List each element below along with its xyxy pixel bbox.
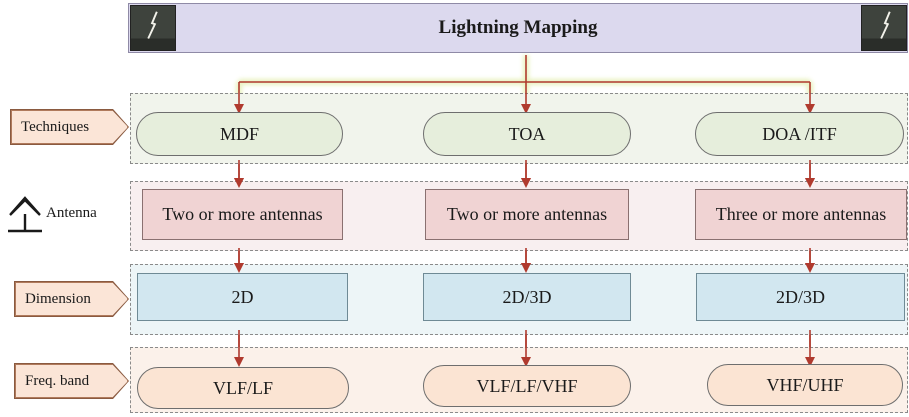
- dimension-label: Dimension: [15, 282, 128, 316]
- freq-band-doa-itf: VHF/UHF: [707, 364, 903, 406]
- diagram-title: Lightning Mapping: [438, 17, 598, 38]
- freq-band-toa: VLF/LF/VHF: [423, 365, 631, 407]
- title-bar: [128, 3, 908, 53]
- dimension-mdf: 2D: [137, 273, 348, 321]
- antenna-icon: [8, 196, 42, 233]
- dimension-toa: 2D/3D: [423, 273, 631, 321]
- technique-toa: TOA: [423, 112, 631, 156]
- antenna-doa-itf: Three or more antennas: [695, 189, 907, 240]
- lightning-photo-left: [130, 5, 176, 51]
- lightning-photo-right: [861, 5, 907, 51]
- dimension-doa-itf: 2D/3D: [696, 273, 905, 321]
- antenna-toa: Two or more antennas: [425, 189, 629, 240]
- freq-band-mdf: VLF/LF: [137, 367, 349, 409]
- technique-doa-itf: DOA /ITF: [695, 112, 904, 156]
- technique-mdf: MDF: [136, 112, 343, 156]
- techniques-label: Techniques: [11, 110, 128, 144]
- freq-band-label: Freq. band: [15, 364, 128, 398]
- antenna-label: Antenna: [46, 205, 97, 221]
- antenna-mdf: Two or more antennas: [142, 189, 343, 240]
